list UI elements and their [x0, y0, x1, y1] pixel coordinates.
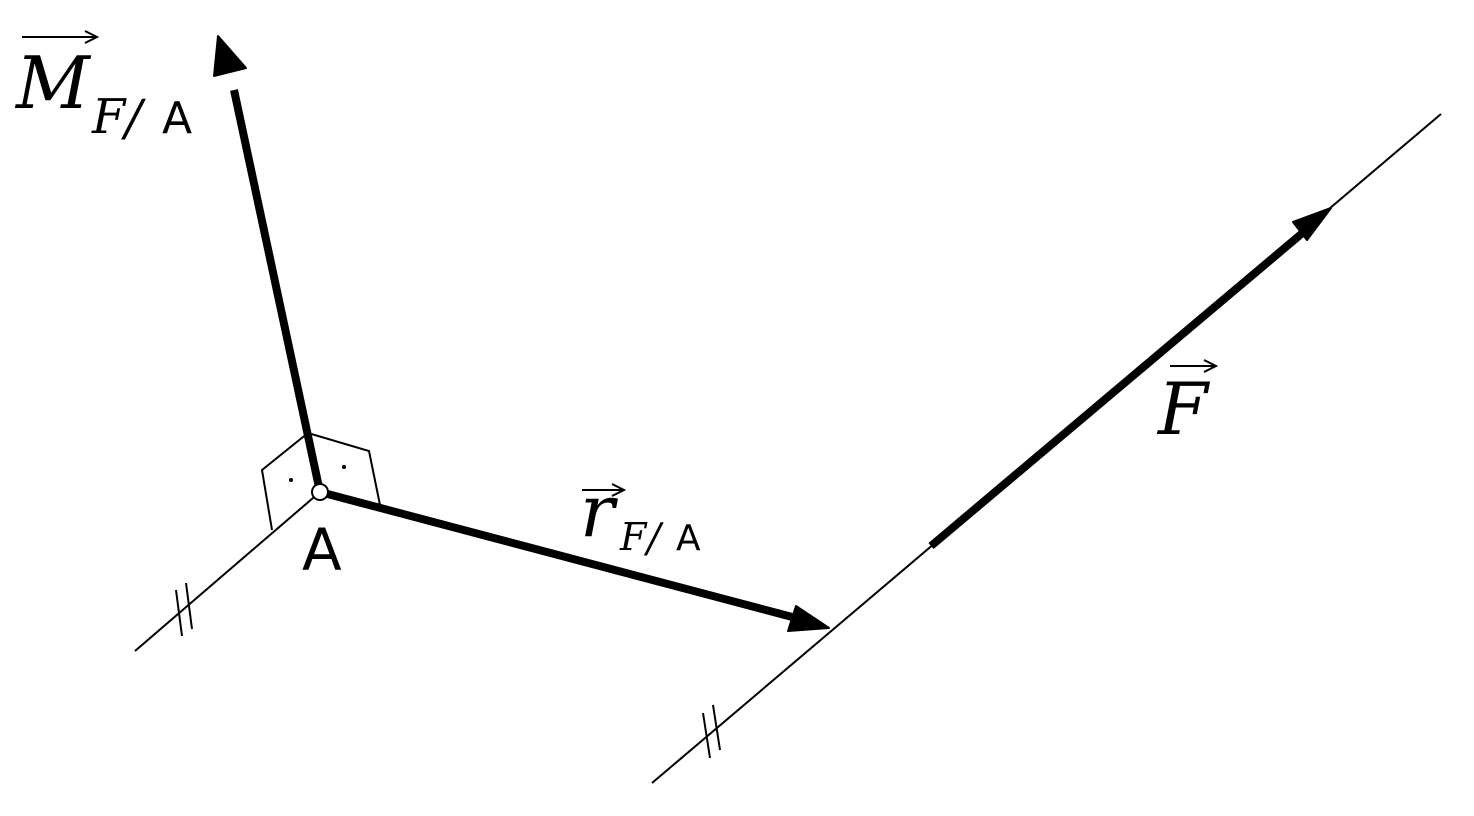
- moment-label-subscript-var: F: [91, 89, 127, 145]
- force-label-symbol: F: [1156, 367, 1211, 451]
- right-angle-dot-left: [289, 478, 293, 482]
- point-a-label: A: [302, 516, 342, 584]
- position-label-subscript-sep: /: [643, 516, 664, 562]
- position-arrowhead: [787, 605, 830, 632]
- moment-label-subscript-sep: /: [121, 89, 146, 147]
- parallel-marks-f: [702, 704, 721, 759]
- moment-label-subscript-point: A: [162, 93, 192, 144]
- right-angle-dot-right: [342, 465, 346, 469]
- point-a-marker: [311, 483, 329, 501]
- position-label-subscript-var: F: [619, 515, 648, 559]
- moment-vector: [213, 35, 324, 493]
- position-vector: [318, 488, 830, 632]
- moment-label-symbol: M: [14, 41, 92, 125]
- force-arrowhead: [1292, 207, 1332, 241]
- position-label-subscript-point: A: [676, 518, 701, 559]
- moment-label: M F / A: [14, 30, 192, 147]
- force-vector: [928, 207, 1332, 550]
- moment-arrowhead: [213, 35, 247, 77]
- line-through-a: [134, 491, 321, 652]
- parallel-marks-a: [175, 582, 193, 637]
- force-label: F: [1156, 359, 1219, 451]
- position-label-symbol: r: [580, 469, 618, 553]
- position-label: r F / A: [580, 469, 701, 562]
